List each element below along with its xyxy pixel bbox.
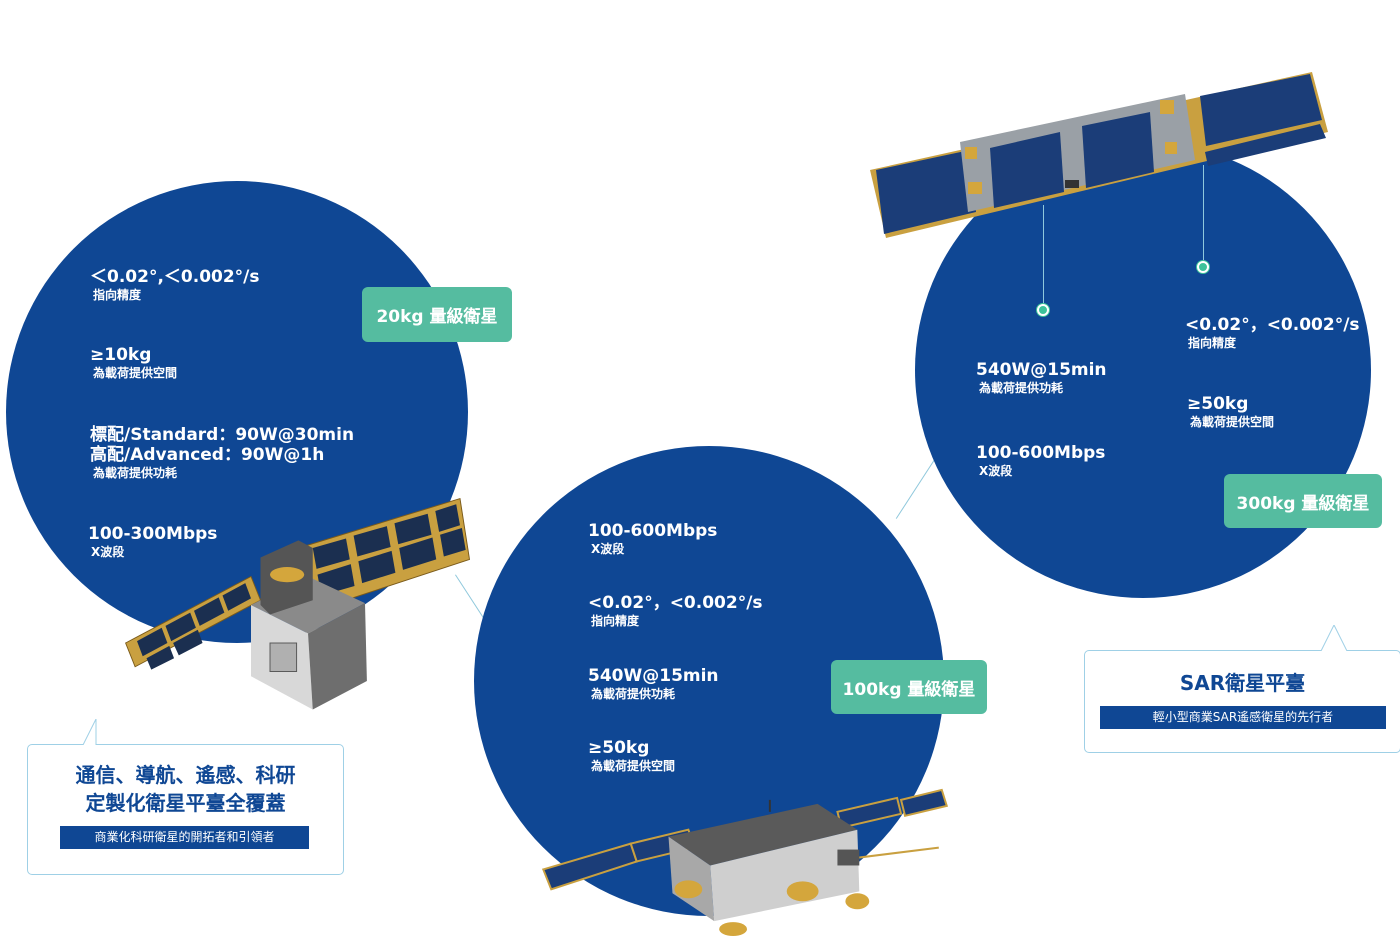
right-pointer-line-2 <box>1203 165 1204 265</box>
spec-label: 指向精度 <box>591 614 640 628</box>
spec-value: 標配/Standard：90W@30min <box>90 425 355 445</box>
callout-title: SAR衛星平臺 <box>1179 671 1306 695</box>
right-callout-box: SAR衛星平臺 輕小型商業SAR遙感衛星的先行者 <box>1084 625 1400 753</box>
left-spec-power: 標配/Standard：90W@30min 高配/Advanced：90W@1h… <box>90 425 354 481</box>
middle-spec-payload-space: ≥50kg 為載荷提供空間 <box>588 738 675 774</box>
callout-subtitle: 商業化科研衛星的開拓者和引領者 <box>60 826 309 849</box>
middle-weight-badge: 100kg 量級衛星 <box>831 660 987 714</box>
spec-label: X波段 <box>91 545 125 559</box>
right-pointer-line-1 <box>1043 205 1044 309</box>
connector-line-right <box>895 458 936 519</box>
satellite-20kg-illustration <box>125 497 471 710</box>
left-weight-badge: 20kg 量級衛星 <box>362 287 512 342</box>
callout-subtitle: 輕小型商業SAR遙感衛星的先行者 <box>1100 706 1386 729</box>
spec-value: ＜0.02°,＜0.002°/s <box>90 267 260 287</box>
left-spec-payload-space: ≥10kg 為載荷提供空間 <box>90 345 177 381</box>
right-spec-power: 540W@15min 為載荷提供功耗 <box>976 360 1107 396</box>
right-spec-payload-space: ≥50kg 為載荷提供空間 <box>1187 394 1274 430</box>
right-pointer-dot-1 <box>1037 304 1049 316</box>
spec-label: 為載荷提供空間 <box>591 759 676 773</box>
satellite-300kg-sar-illustration <box>870 72 1328 238</box>
spec-value: <0.02°，<0.002°/s <box>588 593 763 613</box>
spec-value: <0.02°，<0.002°/s <box>1185 315 1360 335</box>
satellite-100kg-illustration <box>541 788 949 937</box>
spec-value: ≥50kg <box>588 738 650 758</box>
left-spec-pointing: ＜0.02°,＜0.002°/s 指向精度 <box>90 267 260 303</box>
callout-title-line2: 定製化衛星平臺全覆蓋 <box>85 791 286 815</box>
callout-tail <box>83 719 97 745</box>
right-weight-badge: 300kg 量級衛星 <box>1224 474 1382 528</box>
spec-label: 指向精度 <box>1188 336 1237 350</box>
spec-value: 100-300Mbps <box>88 524 218 544</box>
spec-value: 540W@15min <box>976 360 1107 380</box>
spec-label: 為載荷提供功耗 <box>979 381 1064 395</box>
right-spec-xband: 100-600Mbps X波段 <box>976 443 1105 479</box>
middle-spec-pointing: <0.02°，<0.002°/s 指向精度 <box>588 593 763 629</box>
middle-spec-xband: 100-600Mbps X波段 <box>588 521 717 557</box>
right-spec-pointing: <0.02°，<0.002°/s 指向精度 <box>1185 315 1360 351</box>
middle-spec-power: 540W@15min 為載荷提供功耗 <box>588 666 719 702</box>
spec-label: 為載荷提供空間 <box>93 366 178 380</box>
callout-tail <box>1321 625 1347 651</box>
spec-value: 100-600Mbps <box>976 443 1106 463</box>
spec-value: ≥50kg <box>1187 394 1249 414</box>
spec-value: 100-600Mbps <box>588 521 718 541</box>
spec-label: X波段 <box>979 464 1013 478</box>
left-spec-xband: 100-300Mbps X波段 <box>88 524 217 560</box>
spec-value: ≥10kg <box>90 345 152 365</box>
spec-label: 為載荷提供功耗 <box>93 466 178 480</box>
spec-value: 540W@15min <box>588 666 719 686</box>
spec-label: 為載荷提供空間 <box>1190 415 1275 429</box>
spec-label: 為載荷提供功耗 <box>591 687 676 701</box>
right-pointer-dot-2 <box>1197 261 1209 273</box>
left-callout-box: 通信、導航、遙感、科研 定製化衛星平臺全覆蓋 商業化科研衛星的開拓者和引領者 <box>27 719 344 875</box>
spec-label: X波段 <box>591 542 625 556</box>
spec-label: 指向精度 <box>93 288 142 302</box>
callout-title-line1: 通信、導航、遙感、科研 <box>75 763 296 787</box>
spec-value-2: 高配/Advanced：90W@1h <box>90 445 325 465</box>
